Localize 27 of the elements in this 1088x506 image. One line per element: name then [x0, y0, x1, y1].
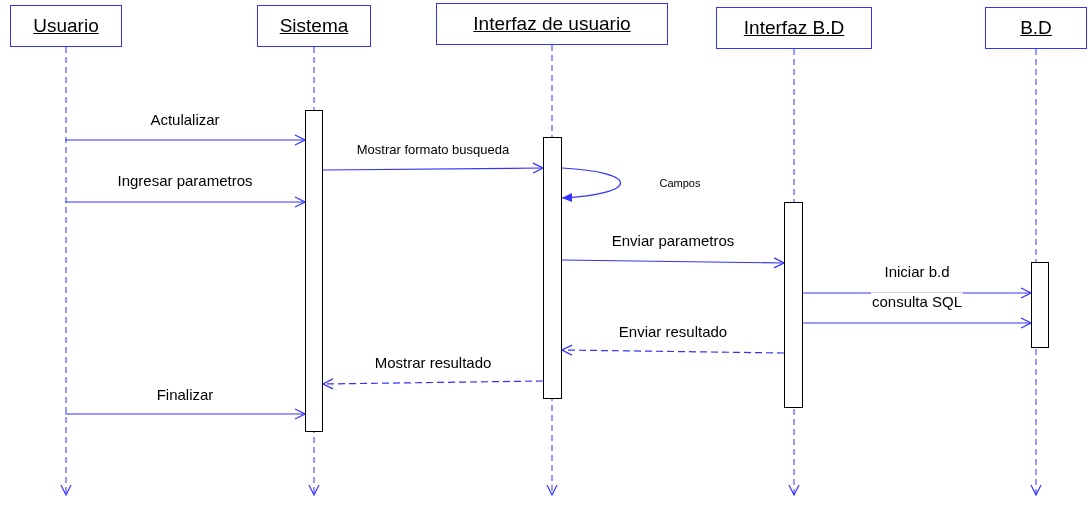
participant-name: Interfaz de usuario	[473, 13, 631, 35]
participant-box	[10, 5, 122, 47]
edge-label: Campos	[658, 177, 702, 189]
message-arrow	[561, 257, 785, 269]
self-message-arrow	[561, 167, 622, 202]
participant-name: Sistema	[279, 15, 349, 37]
activation-bar	[784, 202, 803, 408]
message-arrow	[802, 317, 1032, 329]
lifeline	[60, 46, 72, 496]
participant-name: Usuario	[33, 15, 99, 37]
activation-bar	[1031, 262, 1049, 348]
participant-box	[716, 7, 872, 49]
participant-name: Interfaz B.D	[743, 17, 845, 39]
edge-label: consulta SQL	[870, 292, 964, 310]
lifeline	[1030, 48, 1042, 496]
message-arrow	[64, 134, 306, 146]
activation-bar	[305, 110, 323, 432]
activation-bar	[543, 137, 562, 399]
message-arrow	[322, 162, 544, 174]
participant-box	[436, 3, 668, 45]
participant-box	[257, 5, 371, 47]
participant-name: B.D	[1020, 17, 1052, 39]
message-arrow	[64, 196, 306, 208]
participant-box	[985, 7, 1087, 49]
return-message-arrow	[561, 344, 785, 356]
message-arrow	[64, 408, 306, 420]
return-message-arrow	[322, 378, 544, 390]
